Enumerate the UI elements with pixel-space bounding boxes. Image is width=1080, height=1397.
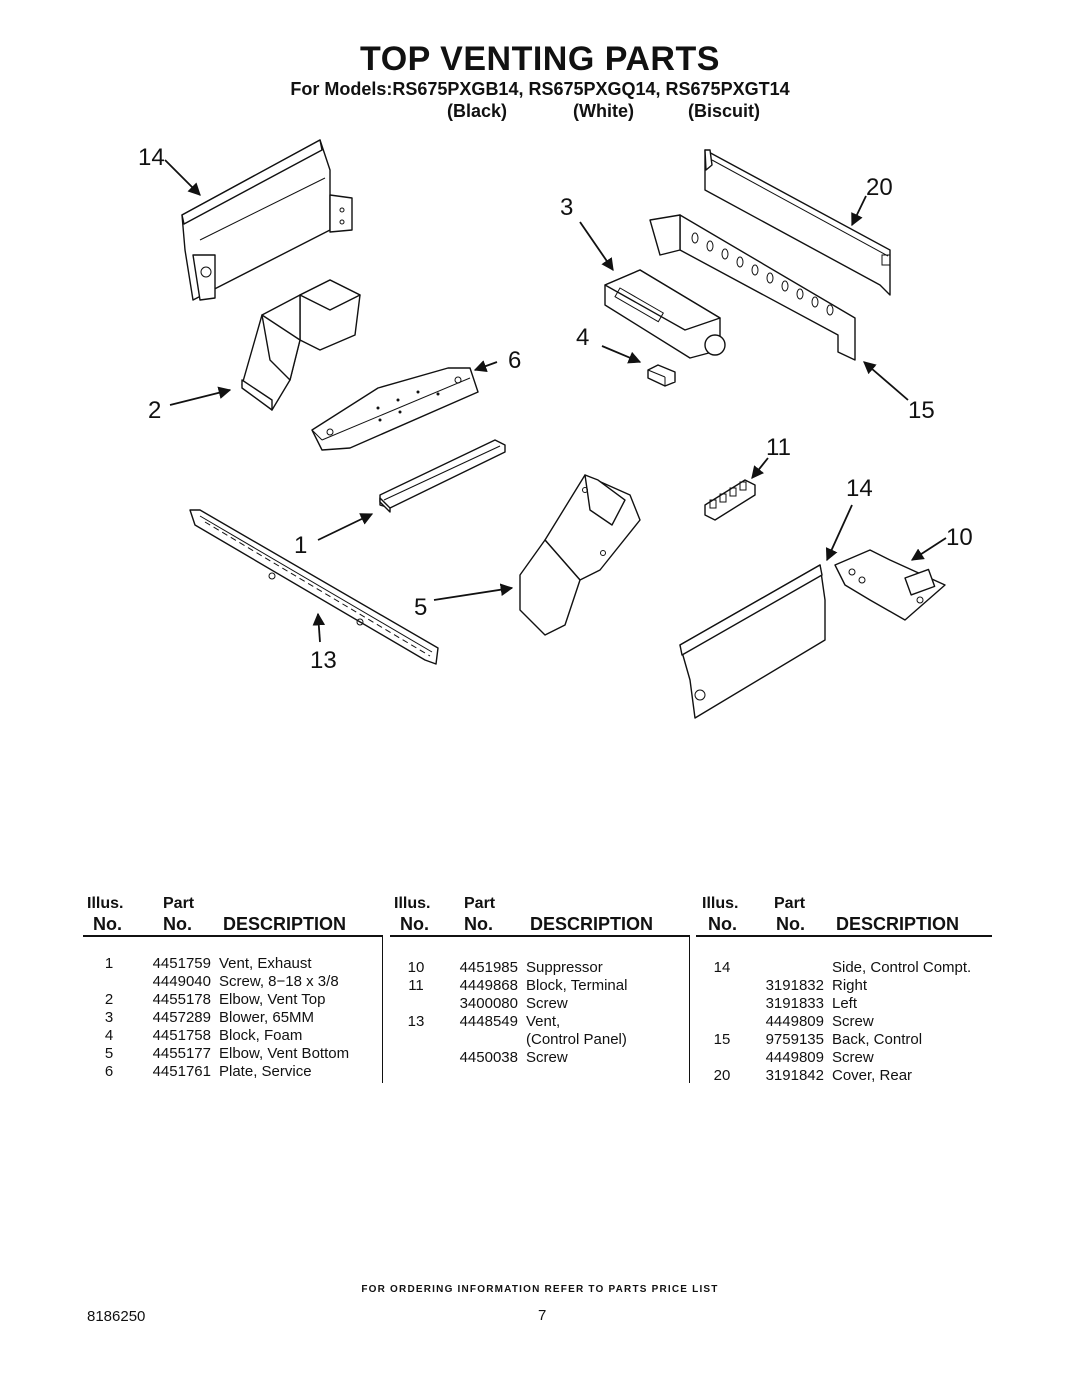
callout-10: 10 <box>946 524 973 551</box>
header-part-no: No. <box>776 914 805 934</box>
part-block-foam <box>647 364 676 387</box>
header-illus-no: No. <box>400 914 429 934</box>
header-illus-no: No. <box>708 914 737 934</box>
page-number: 7 <box>538 1307 547 1324</box>
part-plate-service <box>311 367 479 451</box>
callout-3: 3 <box>560 194 573 221</box>
header-illus: Illus. <box>702 895 739 912</box>
callout-20: 20 <box>866 174 893 201</box>
callout-1: 1 <box>294 532 307 559</box>
part-back-control <box>649 214 856 361</box>
header-part-no: No. <box>163 914 192 934</box>
page-title: TOP VENTING PARTS <box>360 40 720 78</box>
document-number: 8186250 <box>87 1308 146 1325</box>
table-header: Illus. No. Part No. DESCRIPTION <box>696 895 992 937</box>
callout-14-bottom: 14 <box>846 475 873 502</box>
part-elbow-vent-top <box>241 279 361 411</box>
header-illus: Illus. <box>87 895 124 912</box>
header-description: DESCRIPTION <box>836 914 960 934</box>
header-part-no: No. <box>464 914 493 934</box>
part-block-terminal <box>704 479 756 521</box>
part-blower <box>604 269 726 359</box>
header-illus-no: No. <box>93 914 122 934</box>
callout-5: 5 <box>414 594 427 621</box>
callout-11: 11 <box>766 434 791 461</box>
color-biscuit: (Biscuit) <box>688 101 760 121</box>
exploded-parts-diagram: 14 20 3 4 6 2 15 11 14 10 1 5 13 <box>138 139 973 719</box>
ordering-note: FOR ORDERING INFORMATION REFER TO PARTS … <box>361 1284 719 1295</box>
model-list: For Models:RS675PXGB14, RS675PXGQ14, RS6… <box>290 79 790 99</box>
color-white: (White) <box>573 101 634 121</box>
header-part: Part <box>464 895 496 912</box>
callout-14-top: 14 <box>138 144 165 171</box>
part-side-control-left <box>181 139 353 301</box>
part-cover-rear <box>704 149 891 296</box>
table-row: (Control Panel) <box>526 1031 627 1048</box>
callout-2: 2 <box>148 397 161 424</box>
part-suppressor <box>834 549 946 621</box>
part-vent-exhaust <box>379 439 506 513</box>
callout-13: 13 <box>310 647 337 674</box>
part-vent-control-panel <box>189 509 439 665</box>
header-part: Part <box>163 895 195 912</box>
callout-6: 6 <box>508 347 521 374</box>
table-header: Illus. No. Part No. DESCRIPTION <box>83 895 383 937</box>
part-side-control-right <box>679 564 826 719</box>
color-black: (Black) <box>447 101 508 121</box>
callout-15: 15 <box>908 397 935 424</box>
part-elbow-vent-bottom <box>519 474 641 636</box>
table-header: Illus. No. Part No. DESCRIPTION <box>390 895 690 937</box>
callout-4: 4 <box>576 324 589 351</box>
header-part: Part <box>774 895 806 912</box>
header-illus: Illus. <box>394 895 431 912</box>
header-description: DESCRIPTION <box>223 914 347 934</box>
header-description: DESCRIPTION <box>530 914 654 934</box>
